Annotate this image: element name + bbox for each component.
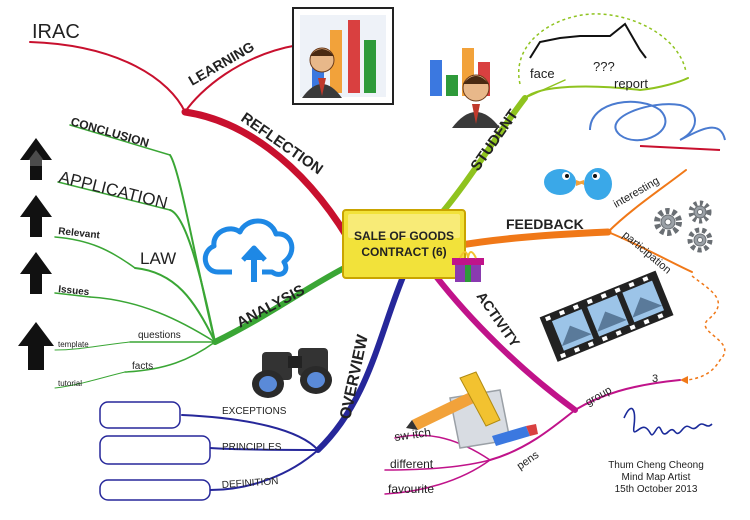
exceptions-label: EXCEPTIONS xyxy=(222,406,287,417)
pens-label: pens xyxy=(515,449,542,473)
gift-icon xyxy=(452,251,484,282)
feedback-label: FEEDBACK xyxy=(506,216,584,232)
arrow-up-icon xyxy=(18,322,54,370)
pencil-icon xyxy=(406,371,538,449)
dashed-link xyxy=(687,275,726,381)
conclusion-label: CONCLUSION xyxy=(69,114,150,150)
analysis-label: ANALYSIS xyxy=(234,282,308,332)
three-label: 3 xyxy=(652,373,658,385)
branch-overview xyxy=(181,269,408,491)
template-label: template xyxy=(58,340,89,349)
favourite-label: favourite xyxy=(388,482,434,496)
arrow-up-icon xyxy=(20,138,52,180)
definition-box xyxy=(99,479,211,501)
center-node: SALE OF GOODS CONTRACT (6) xyxy=(342,209,466,279)
author-name: Thum Cheng Cheong xyxy=(608,460,704,471)
learning-image xyxy=(292,7,394,105)
irac-label: IRAC xyxy=(32,21,80,43)
principles-label: PRINCIPLES xyxy=(222,442,282,453)
author-date: 15th October 2013 xyxy=(614,484,698,495)
facts-label: facts xyxy=(132,361,153,372)
principles-box xyxy=(99,435,211,465)
relevant-label: Relevant xyxy=(58,226,101,241)
center-title-line2: CONTRACT (6) xyxy=(361,245,446,259)
participation-label: participation xyxy=(620,229,673,276)
cloud-upload-icon xyxy=(202,218,295,282)
film-strip-image xyxy=(539,270,674,362)
student-image xyxy=(430,48,500,128)
scribble-graphic xyxy=(589,100,726,151)
binoculars-icon xyxy=(252,348,332,398)
issues-label: Issues xyxy=(58,284,91,298)
different-label: different xyxy=(390,457,434,471)
gear-icon xyxy=(654,200,713,253)
report-trend-line xyxy=(529,22,647,59)
branch-reflection xyxy=(29,41,352,242)
group-label: group xyxy=(584,384,614,408)
author-credit: Thum Cheng Cheong Mind Map Artist 15th O… xyxy=(596,460,716,496)
exceptions-box xyxy=(99,401,181,429)
dashed-link xyxy=(517,13,687,85)
learning-label: LEARNING xyxy=(186,38,257,88)
center-title-line1: SALE OF GOODS xyxy=(354,229,454,243)
tutorial-label: tutorial xyxy=(58,379,82,388)
arrow-head xyxy=(680,376,688,384)
signature-image xyxy=(623,407,713,436)
branch-analysis xyxy=(54,124,353,389)
branch-student xyxy=(437,77,689,218)
arrow-up-icon xyxy=(20,195,52,237)
branch-feedback xyxy=(451,169,693,273)
report-label: report xyxy=(614,76,648,91)
switch-label: sw itch xyxy=(393,425,431,444)
reflection-label: REFLECTION xyxy=(238,109,326,178)
definition-label: DEFINITION xyxy=(221,476,278,491)
branch-activity xyxy=(384,272,681,495)
questions-label: questions xyxy=(138,330,181,341)
arrow-up-icon xyxy=(20,252,52,294)
bird-icon xyxy=(544,168,612,200)
face-label: face xyxy=(530,66,555,81)
application-label: APPLICATION xyxy=(57,167,169,212)
author-title: Mind Map Artist xyxy=(621,472,691,483)
law-label: LAW xyxy=(140,249,176,268)
question-marks-label: ??? xyxy=(593,59,615,74)
activity-label: ACTIVITY xyxy=(474,289,524,351)
